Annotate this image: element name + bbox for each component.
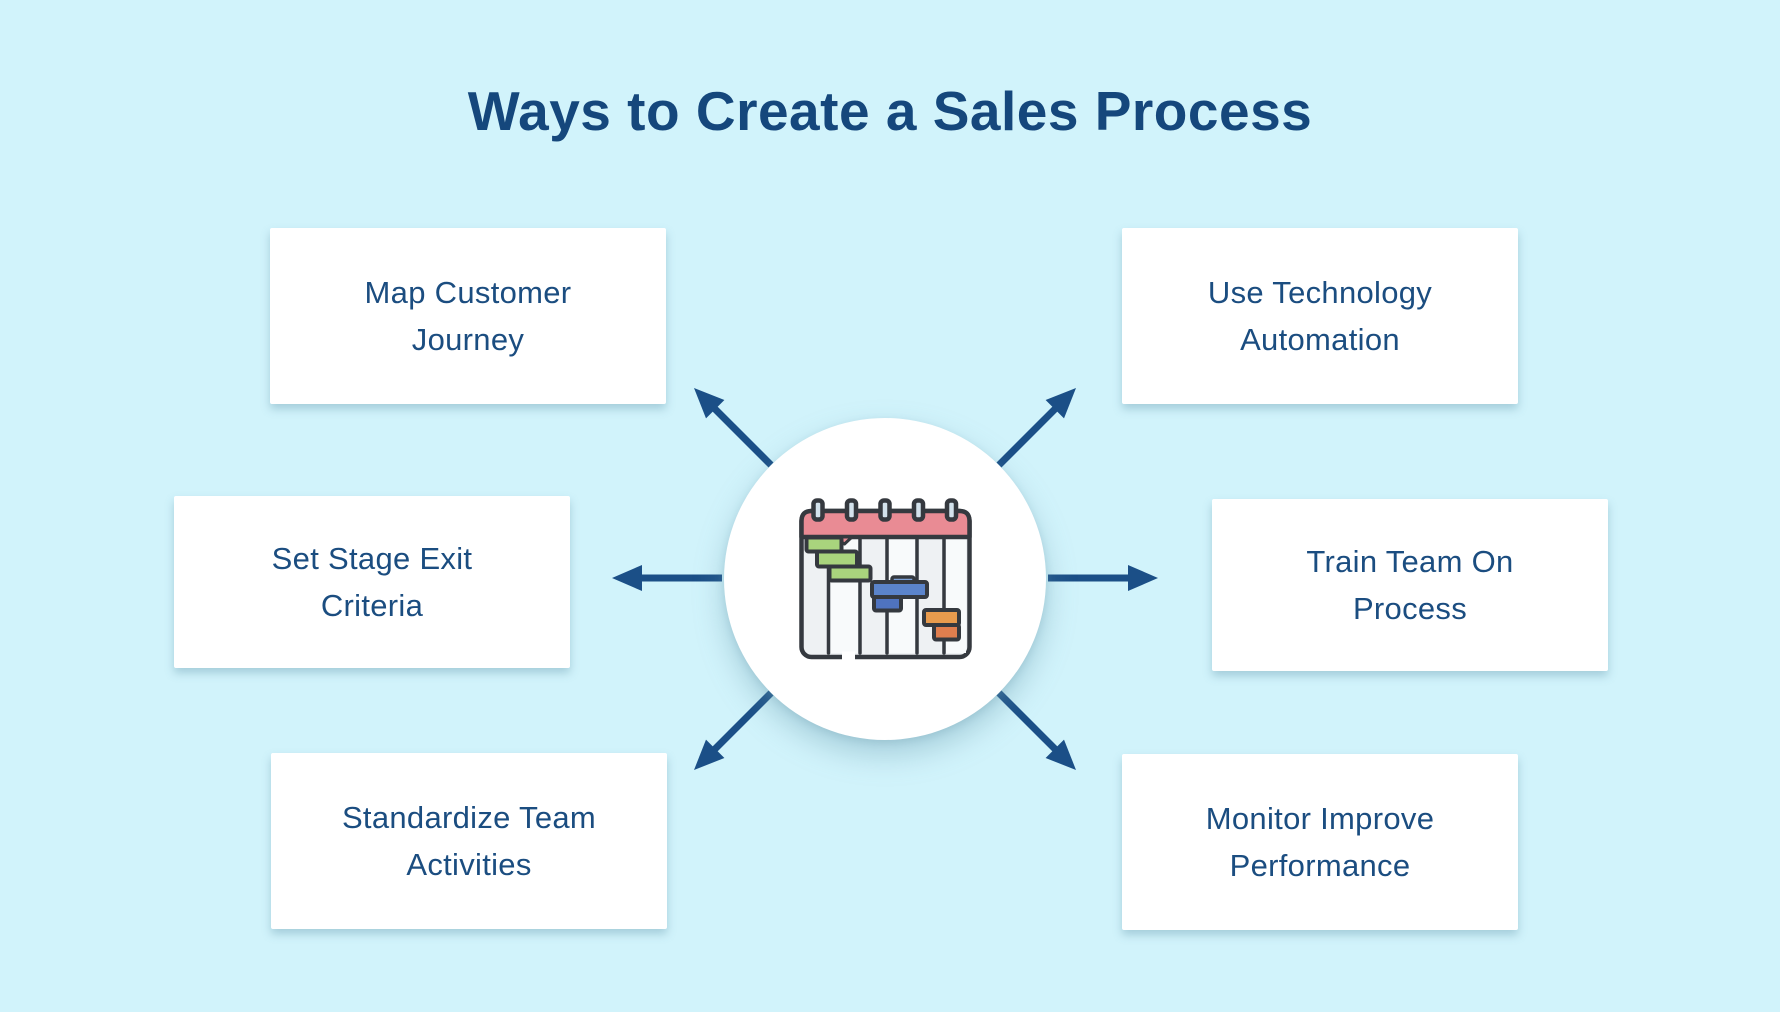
card-map-customer-journey: Map Customer Journey: [270, 228, 666, 404]
card-label-line: Train Team On: [1306, 544, 1514, 579]
arrow-top-left-icon: [694, 388, 774, 468]
card-label-line: Process: [1352, 591, 1468, 626]
card-label-line: Criteria: [320, 588, 424, 623]
card-use-technology-automation: Use Technology Automation: [1122, 228, 1518, 404]
arrow-bottom-left-icon: [694, 690, 774, 770]
card-standardize-team-activities: Standardize Team Activities: [271, 753, 667, 929]
card-label-line: Monitor Improve: [1205, 801, 1435, 836]
card-monitor-improve-performance: Monitor Improve Performance: [1122, 754, 1518, 930]
arrow-right-icon: [1048, 565, 1158, 591]
gantt-bar-green-1: [804, 535, 843, 553]
gantt-bar-blue-1: [869, 579, 929, 599]
calendar-header: [798, 508, 972, 539]
gantt-bar-green-2: [814, 549, 859, 568]
page-title: Ways to Create a Sales Process: [467, 80, 1313, 142]
card-label-line: Automation: [1240, 322, 1400, 357]
card-label-line: Performance: [1229, 848, 1411, 883]
arrow-bottom-right-icon: [996, 690, 1076, 770]
card-label-line: Standardize Team: [341, 800, 597, 835]
gantt-bar-orange-2: [931, 622, 961, 641]
gantt-bar-blue-2: [871, 594, 903, 612]
gantt-bar-orange-1: [921, 607, 961, 627]
card-label-line: Journey: [411, 322, 525, 357]
card-label-line: Activities: [406, 847, 532, 882]
arrow-top-right-icon: [996, 388, 1076, 468]
card-set-stage-exit-criteria: Set Stage Exit Criteria: [174, 496, 570, 668]
center-circle: [724, 418, 1046, 740]
gantt-bar-green-3: [827, 564, 872, 582]
card-label-line: Map Customer: [364, 275, 572, 310]
gantt-chart-calendar-icon: [798, 497, 972, 661]
card-label-line: Use Technology: [1207, 275, 1433, 310]
card-label-line: Set Stage Exit: [271, 541, 473, 576]
card-train-team-on-process: Train Team On Process: [1212, 499, 1608, 671]
arrow-left-icon: [612, 565, 722, 591]
